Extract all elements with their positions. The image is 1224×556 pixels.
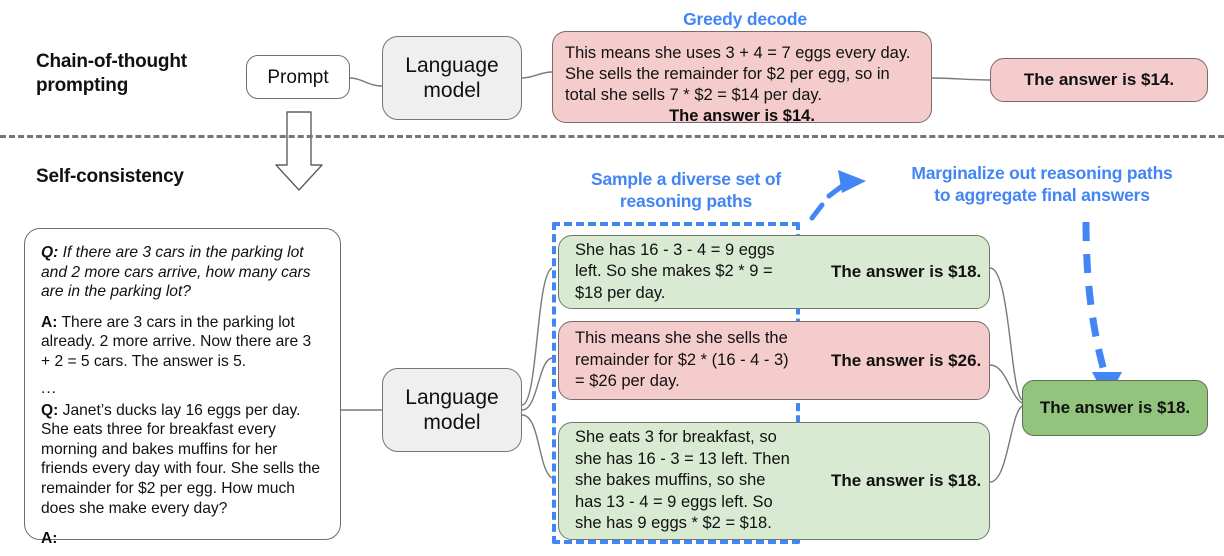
connector-path-2-to-aggregate (989, 364, 1023, 404)
aggregated-answer-box: The answer is $18. (1022, 380, 1208, 436)
a-label-1: A: (41, 313, 58, 331)
a-text-1: There are 3 cars in the parking lot alre… (41, 313, 312, 370)
flow-down-arrow (275, 111, 323, 191)
reasoning-path-2: This means she she sells the remainder f… (558, 321, 990, 400)
reasoning-path-3-answer: The answer is $18. (831, 471, 982, 490)
connector-path-3-to-aggregate (989, 405, 1023, 483)
reasoning-path-2-answer: The answer is $26. (831, 350, 982, 370)
reasoning-path-2-text: This means she she sells the remainder f… (575, 329, 789, 391)
greedy-final-answer-box: The answer is $14. (990, 58, 1208, 102)
prompt-box[interactable]: Prompt (246, 55, 350, 99)
greedy-output-body: This means she uses 3 + 4 = 7 eggs every… (565, 44, 911, 104)
reasoning-path-3-text: She eats 3 for breakfast, so she has 16 … (575, 428, 790, 533)
connector-path-1-to-aggregate (989, 267, 1023, 401)
connector-output-to-answer (930, 77, 991, 81)
connector-model-to-path-3 (521, 414, 553, 479)
prompt-question-2: Q: Janet’s ducks lay 16 eggs per day. Sh… (41, 401, 324, 519)
q-label-1: Q: (41, 244, 59, 261)
q-text-2: Janet’s ducks lay 16 eggs per day. She e… (41, 401, 321, 517)
prompt-ellipsis: ... (41, 379, 57, 397)
heading-marginalize: Marginalize out reasoning paths to aggre… (911, 163, 1173, 205)
reasoning-path-1-text: She has 16 - 3 - 4 = 9 eggs left. So she… (575, 240, 775, 302)
heading-greedy-decode: Greedy decode (683, 9, 807, 29)
greedy-output-answer-line: The answer is $14. (669, 107, 815, 125)
blue-dashed-arrow-icon (1082, 221, 1122, 400)
reasoning-path-1: She has 16 - 3 - 4 = 9 eggs left. So she… (558, 235, 990, 309)
language-model-box-bottom[interactable]: Language model (382, 368, 522, 452)
q-text-1: If there are 3 cars in the parking lot a… (41, 244, 311, 301)
greedy-output-box: This means she uses 3 + 4 = 7 eggs every… (552, 31, 932, 125)
prompt-box-label: Prompt (267, 66, 329, 88)
greedy-final-answer-text: The answer is $14. (1023, 70, 1175, 89)
q-label-2: Q: (41, 401, 59, 419)
language-model-box-top[interactable]: Language model (382, 36, 522, 120)
reasoning-path-1-answer: The answer is $18. (831, 262, 982, 281)
a-label-2: A: (41, 530, 58, 548)
connector-model-to-path-2 (521, 357, 553, 411)
section-title-chain-of-thought: Chain-of-thought prompting (36, 51, 187, 96)
prompt-question-1: Q: If there are 3 cars in the parking lo… (41, 243, 324, 302)
prompt-answer-2: A: (41, 529, 324, 549)
reasoning-path-3: She eats 3 for breakfast, so she has 16 … (558, 422, 990, 540)
blue-small-arrow-icon (809, 170, 866, 221)
heading-sample-paths: Sample a diverse set of reasoning paths (591, 169, 781, 211)
connector-prompt-to-model (348, 77, 383, 87)
prompt-answer-1: A: There are 3 cars in the parking lot a… (41, 313, 324, 372)
language-model-label-top: Language model (405, 54, 499, 102)
aggregated-answer-text: The answer is $18. (1039, 398, 1191, 417)
section-divider (0, 135, 1224, 138)
section-title-self-consistency: Self-consistency (36, 166, 184, 187)
connector-model-to-path-1 (521, 267, 553, 406)
few-shot-prompt-card: Q: If there are 3 cars in the parking lo… (24, 228, 341, 547)
connector-model-to-output (520, 71, 553, 79)
language-model-label-bottom: Language model (405, 386, 499, 434)
